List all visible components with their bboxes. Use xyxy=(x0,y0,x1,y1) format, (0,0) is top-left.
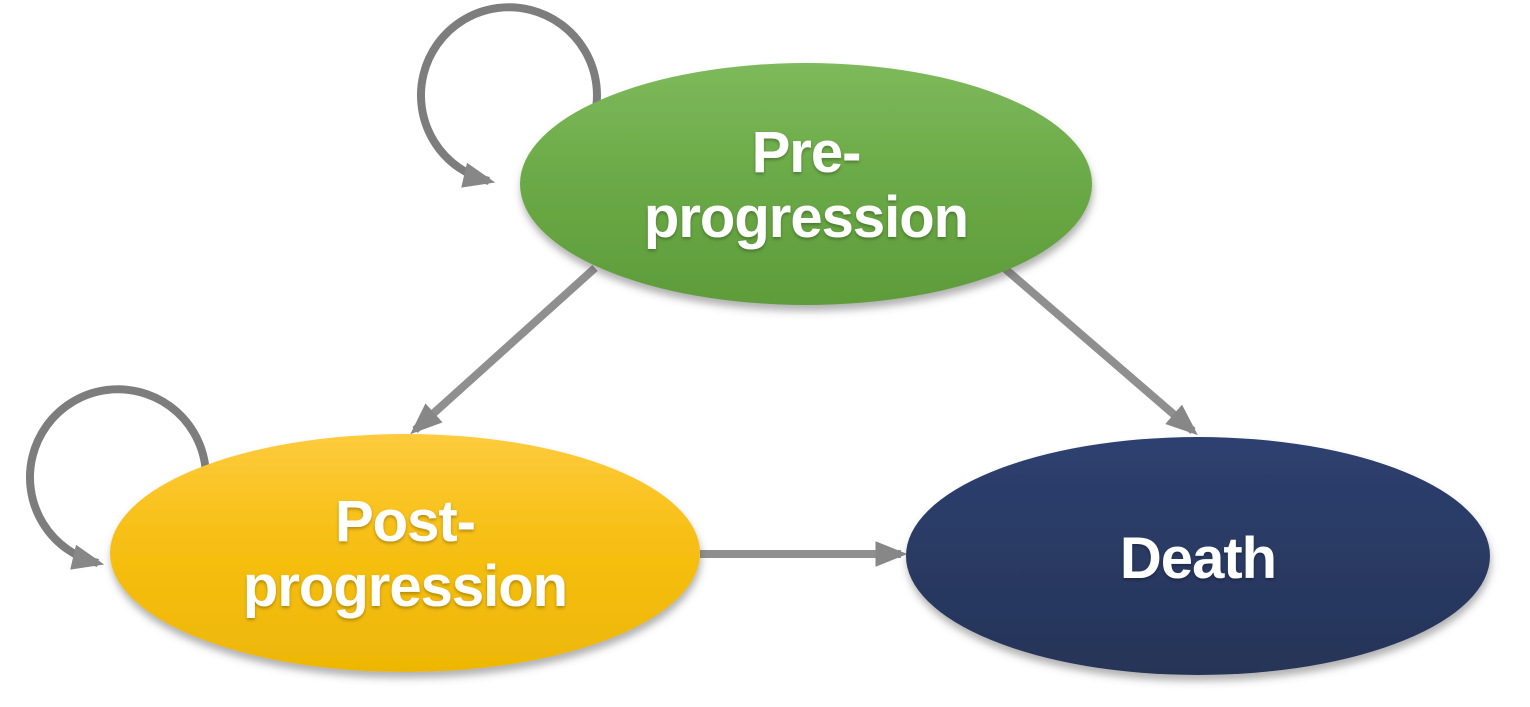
post-progression-label-line1: Post- xyxy=(335,489,475,554)
arrow-pre-progression-to-death xyxy=(1000,263,1198,436)
post-progression-label-line2: progression xyxy=(243,554,567,619)
pre-progression-label-line1: Pre- xyxy=(752,120,861,185)
arrow-pre-to-post-progression xyxy=(410,265,598,435)
self-loop-pre-progression xyxy=(417,3,601,188)
node-death: Death xyxy=(906,437,1490,675)
self-loop-post-progression xyxy=(26,385,210,570)
death-label: Death xyxy=(1120,526,1276,591)
pre-progression-ellipse xyxy=(520,63,1092,305)
pre-progression-label-line2: progression xyxy=(644,185,968,250)
death-ellipse xyxy=(906,437,1490,675)
post-progression-ellipse xyxy=(110,434,700,672)
node-post-progression: Post- progression xyxy=(110,434,700,672)
node-pre-progression: Pre- progression xyxy=(520,63,1092,305)
